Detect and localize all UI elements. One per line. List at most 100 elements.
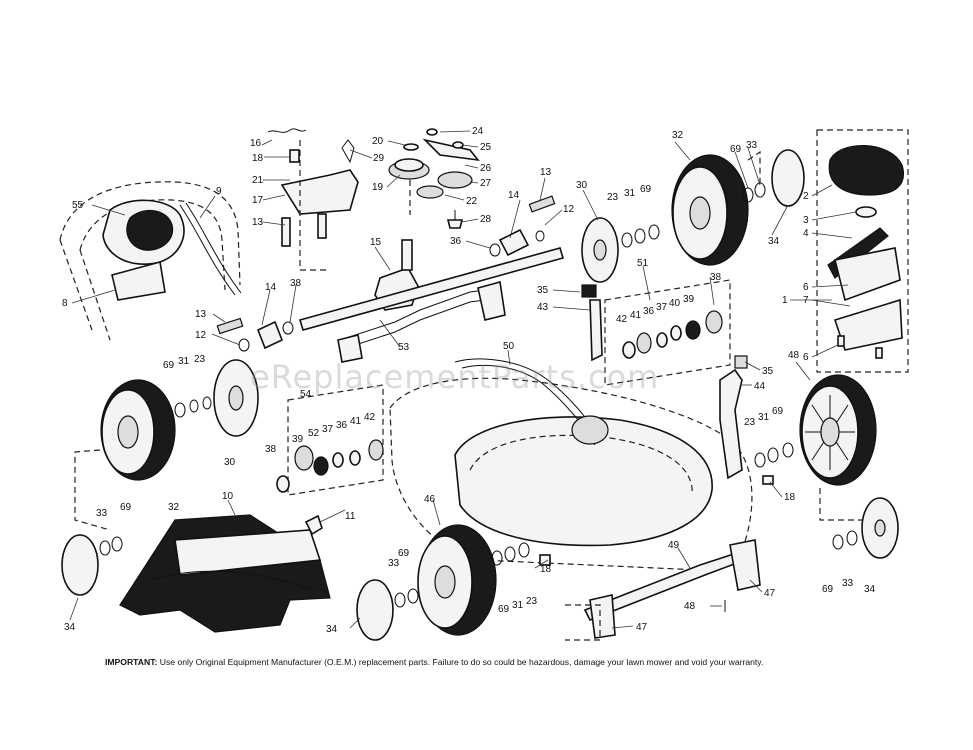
callout: 28: [480, 214, 492, 225]
callout: 31: [624, 188, 636, 199]
callout: 18: [252, 153, 264, 164]
callout: 69: [730, 144, 742, 155]
callout: 31: [178, 356, 190, 367]
callout: 47: [636, 622, 648, 633]
callout: 39: [683, 294, 695, 305]
callout: 17: [252, 195, 264, 206]
callout: 24: [472, 126, 484, 137]
callout: 14: [508, 190, 520, 201]
callout: 21: [252, 175, 264, 186]
height-adjuster-right: [581, 284, 748, 480]
callout: 69: [640, 184, 652, 195]
callout: 12: [195, 330, 207, 341]
callout: 37: [322, 424, 334, 435]
callout: 54: [300, 389, 312, 400]
callout: 1: [782, 295, 788, 306]
callout: 13: [540, 167, 552, 178]
callout: 32: [168, 502, 180, 513]
callout: 29: [373, 153, 385, 164]
callout: 33: [388, 558, 400, 569]
callout: 69: [120, 502, 132, 513]
callout: 12: [563, 204, 575, 215]
callout: 30: [224, 457, 236, 468]
callout: 16: [250, 138, 262, 149]
callout: 69: [163, 360, 175, 371]
callout: 52: [308, 428, 320, 439]
callout: 38: [265, 444, 277, 455]
callout: 51: [637, 258, 649, 269]
callout: 23: [194, 354, 206, 365]
wheel-right-rear-top: [581, 149, 805, 283]
callout: 35: [537, 285, 549, 296]
callout: 38: [290, 278, 302, 289]
callout: 4: [803, 228, 809, 239]
callout: 3: [803, 215, 809, 226]
pulley-stack: [388, 128, 480, 229]
callout: 34: [768, 236, 780, 247]
callout: 10: [222, 491, 234, 502]
callout: 42: [364, 412, 376, 423]
callout: 40: [669, 298, 681, 309]
callout: 18: [784, 492, 796, 503]
callout: 8: [62, 298, 68, 309]
transmission-assembly: [298, 239, 565, 363]
callout: 2: [803, 191, 809, 202]
callout: 13: [252, 217, 264, 228]
mulch-plug-assembly: [816, 129, 909, 373]
callout: 14: [265, 282, 277, 293]
callout: 44: [754, 381, 766, 392]
callout: 7: [803, 295, 809, 306]
callout: 69: [398, 548, 410, 559]
notice-label: IMPORTANT:: [105, 657, 158, 667]
callout: 31: [512, 600, 524, 611]
callout: 46: [424, 494, 436, 505]
callout: 69: [822, 584, 834, 595]
rear-axle: [565, 539, 761, 641]
callout: 26: [480, 163, 492, 174]
callout: 49: [668, 540, 680, 551]
callout: 25: [480, 142, 492, 153]
callout: 20: [372, 136, 384, 147]
callout: 18: [540, 564, 552, 575]
callout: 15: [370, 237, 382, 248]
callout: 36: [450, 236, 462, 247]
callout-labels: 55 9 8 16 18 21 17 13 20 29 19 24 25 26 …: [62, 126, 876, 635]
callout: 13: [195, 309, 207, 320]
callout: 23: [744, 417, 756, 428]
callout: 48: [684, 601, 696, 612]
misc-fasteners: [216, 195, 774, 536]
important-notice: IMPORTANT: Use only Original Equipment M…: [105, 657, 925, 667]
callout: 43: [537, 302, 549, 313]
callout: 41: [630, 310, 642, 321]
wheel-right-front: [754, 374, 899, 559]
callout: 47: [764, 588, 776, 599]
notice-text: Use only Original Equipment Manufacturer…: [159, 657, 764, 667]
callout: 37: [656, 302, 668, 313]
callout: 19: [372, 182, 384, 193]
callout: 33: [746, 140, 758, 151]
callout: 36: [336, 420, 348, 431]
callout: 27: [480, 178, 492, 189]
callout: 69: [772, 406, 784, 417]
callout: 69: [498, 604, 510, 615]
callout: 34: [326, 624, 338, 635]
callout: 33: [96, 508, 108, 519]
callout: 30: [576, 180, 588, 191]
callout: 23: [607, 192, 619, 203]
callout: 53: [398, 342, 410, 353]
callout: 41: [350, 416, 362, 427]
callout: 35: [762, 366, 774, 377]
callout: 34: [864, 584, 876, 595]
callout: 33: [842, 578, 854, 589]
callout: 55: [72, 200, 84, 211]
callout: 48: [788, 350, 800, 361]
callout: 23: [526, 596, 538, 607]
callout: 6: [803, 282, 809, 293]
handle-assembly: [59, 181, 242, 341]
callout: 34: [64, 622, 76, 633]
callout: 42: [616, 314, 628, 325]
callout: 31: [758, 412, 770, 423]
rear-door: [119, 514, 331, 633]
control-bracket-group: [267, 128, 359, 271]
